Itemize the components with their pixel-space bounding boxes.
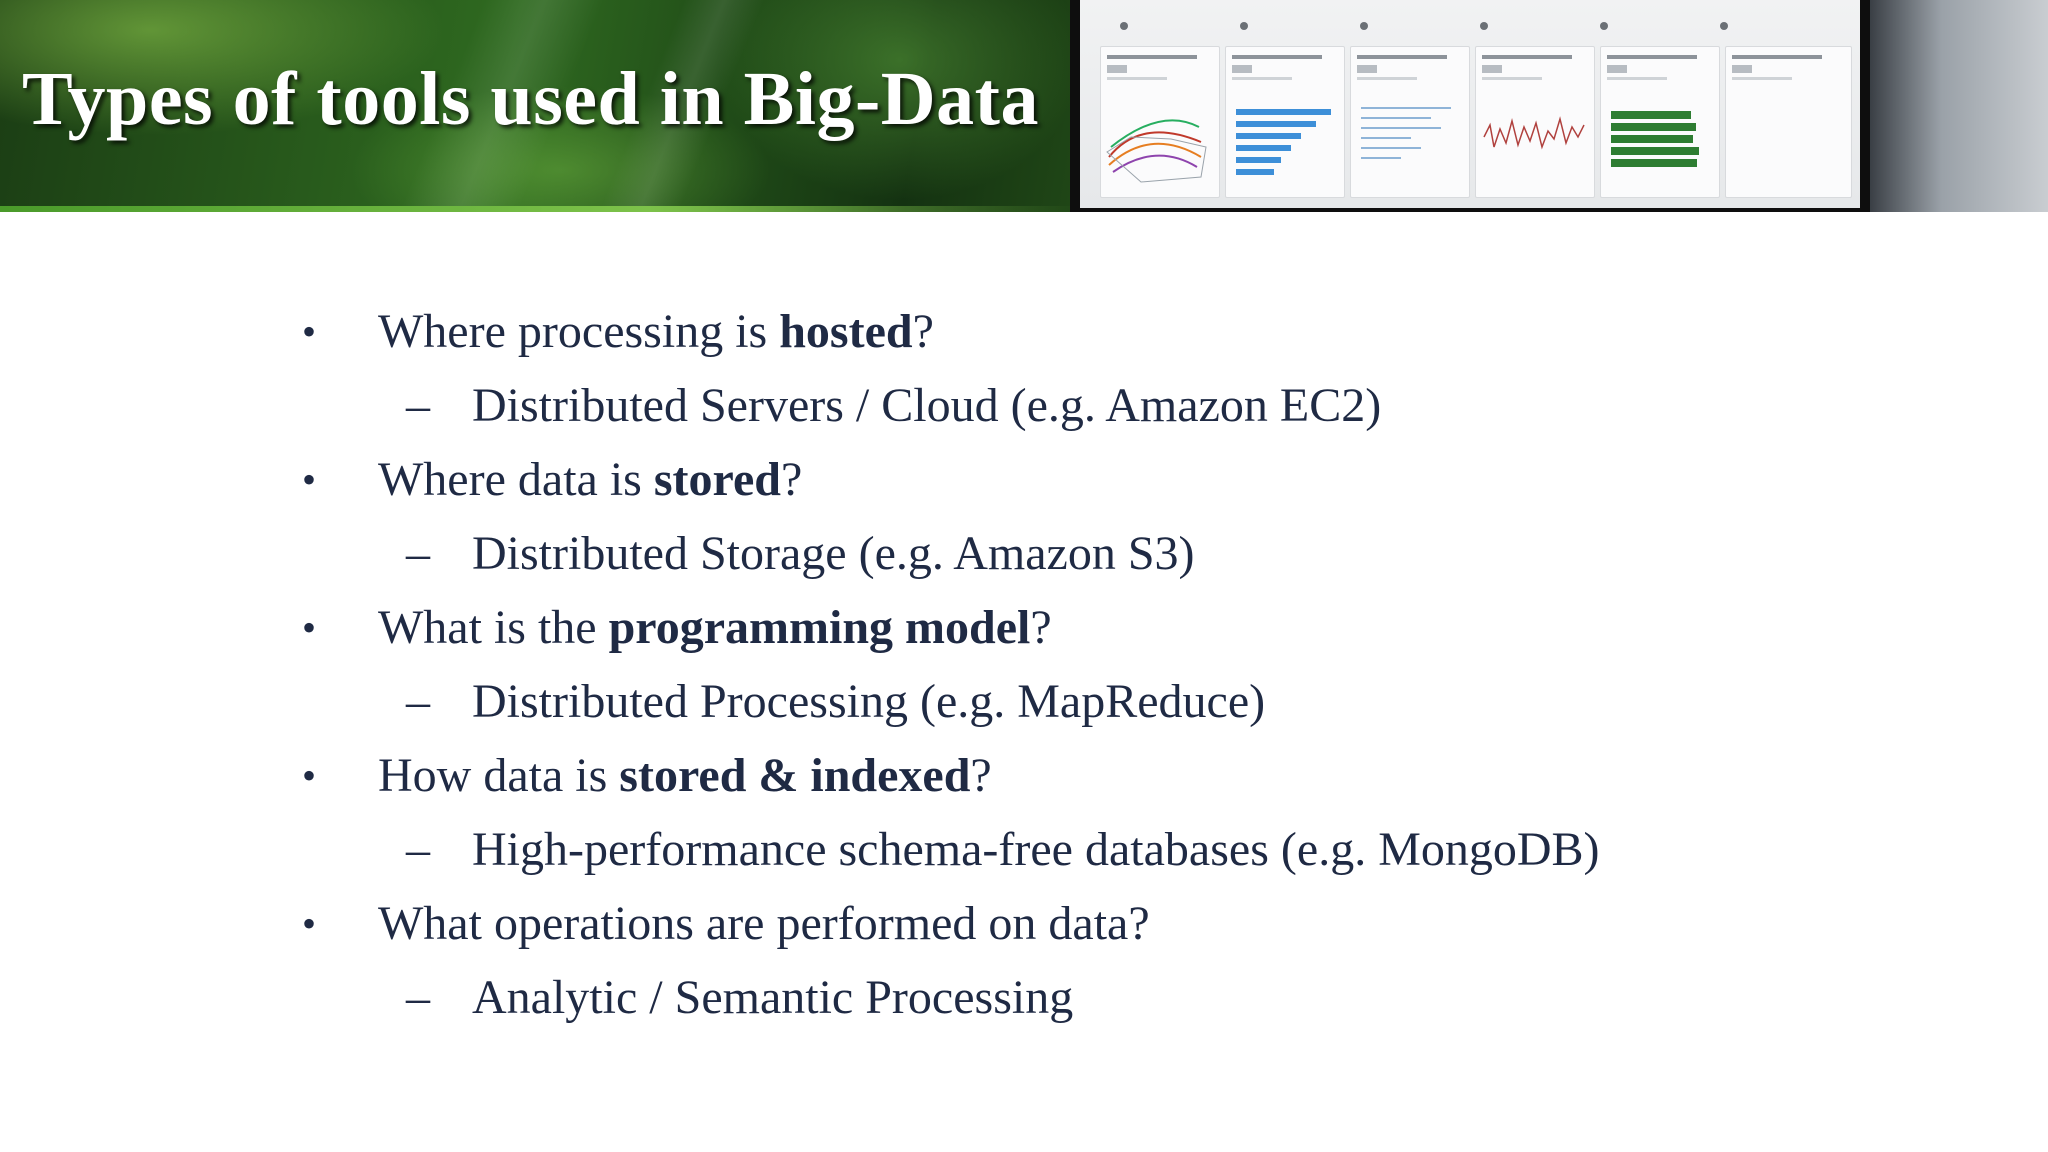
- title-banner: Types of tools used in Big-Data: [0, 0, 2048, 212]
- bullet-marker: •: [302, 605, 317, 650]
- bullet-text: Where data is stored?: [378, 453, 803, 506]
- dashboard-panel-extra: [1725, 46, 1852, 198]
- dashboard-panel-lines: [1350, 46, 1470, 198]
- bullet-bold-term: hosted: [779, 305, 913, 358]
- dash-marker: –: [406, 971, 430, 1024]
- green-bar-chart-icon: [1611, 111, 1699, 167]
- bullet-marker: •: [302, 457, 317, 502]
- dashboard-panel-bars: [1225, 46, 1345, 198]
- bullet-text: Where processing is hosted?: [378, 305, 934, 358]
- bullet-bold-term: stored & indexed: [619, 749, 971, 802]
- bullet-marker: •: [302, 309, 317, 354]
- dashboard-panel-waveform: [1475, 46, 1595, 198]
- map-flows-icon: [1106, 119, 1207, 183]
- sub-bullet-text: Distributed Processing (e.g. MapReduce): [472, 675, 1266, 728]
- sub-bullet-text: High-performance schema-free databases (…: [472, 823, 1600, 876]
- sub-bullet-text: Analytic / Semantic Processing: [472, 971, 1074, 1024]
- dashboard-photo: [1070, 0, 1870, 212]
- bullet-text: What is the programming model?: [378, 601, 1052, 654]
- list-chart-icon: [1361, 107, 1451, 159]
- banner-accent-line: [0, 206, 1080, 212]
- dashboard-toolbar: [1120, 22, 1820, 32]
- dashboard-panel-map: [1100, 46, 1220, 198]
- dash-marker: –: [406, 527, 430, 580]
- bullet-bold-term: programming model: [608, 601, 1031, 654]
- bullet-marker: •: [302, 753, 317, 798]
- bullet-text: How data is stored & indexed?: [378, 749, 992, 802]
- dash-marker: –: [406, 379, 430, 432]
- bullet-marker: •: [302, 901, 317, 946]
- bar-chart-icon: [1236, 109, 1331, 175]
- dash-marker: –: [406, 823, 430, 876]
- slide-title: Types of tools used in Big-Data: [22, 57, 1039, 141]
- dashboard-panel-green-bars: [1600, 46, 1720, 198]
- dash-marker: –: [406, 675, 430, 728]
- bullet-bold-term: stored: [653, 453, 781, 506]
- dashboard-screen: [1080, 0, 1860, 208]
- sub-bullet-text: Distributed Servers / Cloud (e.g. Amazon…: [472, 379, 1382, 432]
- sub-bullet-text: Distributed Storage (e.g. Amazon S3): [472, 527, 1195, 580]
- bullet-text: What operations are performed on data?: [378, 897, 1150, 950]
- dashboard-bezel: [1870, 0, 2048, 212]
- waveform-icon: [1483, 116, 1585, 150]
